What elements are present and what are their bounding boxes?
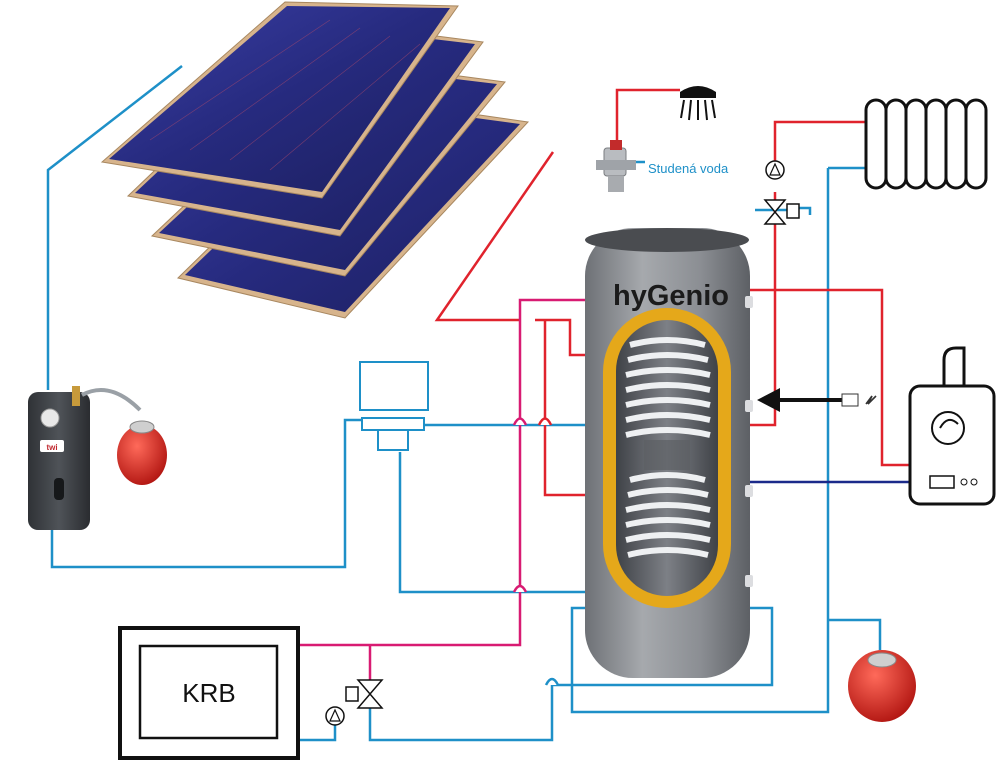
pump-icon [765, 160, 785, 180]
solar-return-pipe-top [46, 65, 183, 390]
station-logo: twi [46, 443, 57, 452]
tank-inner-pipe [644, 440, 690, 470]
pressure-gauge-icon [40, 408, 60, 428]
crossover-4 [544, 677, 560, 686]
sensor-icon [841, 393, 859, 407]
lower-heat-exchanger-coil [625, 472, 711, 558]
controller-box [359, 361, 429, 411]
valve-icon [345, 679, 384, 709]
tank-to-radiator-pipe [745, 192, 777, 427]
lightning-icon [865, 395, 877, 405]
pipe-crossovers [512, 417, 560, 686]
solar-flow-to-lower-coil [543, 320, 590, 497]
crossover-1 [512, 417, 528, 426]
expansion-hose [81, 388, 142, 412]
fireplace-pump-pipe [300, 725, 337, 742]
crossover-2 [537, 417, 553, 426]
fireplace-pipes [300, 298, 590, 680]
radiator-return-pipe [570, 168, 830, 714]
fireplace-label: KRB [182, 678, 235, 708]
solar-pump-station: twi [28, 386, 142, 530]
cold-water-label: Studená voda [648, 161, 729, 176]
hot-water-to-shower [615, 88, 680, 148]
expansion-vessel-icon [117, 420, 167, 485]
expansion-vessel-icon [848, 650, 916, 722]
boiler-icon [908, 346, 996, 506]
controller-valve-top [361, 417, 425, 431]
crossover-3 [512, 584, 528, 593]
solar-return-pipe-bottom [50, 418, 362, 569]
heater-arrow-icon [757, 388, 780, 412]
electric-heater [757, 388, 877, 412]
boiler-flow-pipe [745, 288, 910, 467]
solar-flow-to-coil [535, 318, 590, 357]
cold-pipes [46, 65, 882, 742]
solar-controller [359, 361, 429, 451]
fireplace: KRB [118, 626, 300, 760]
storage-tank: hyGenio [585, 228, 753, 678]
upper-heat-exchanger-coil [625, 337, 711, 438]
tank-brand: hyGenio [613, 280, 729, 312]
boiler-display [929, 475, 955, 489]
tank-lower-cold-pipe [398, 452, 590, 594]
fireplace-flow-pipe [300, 298, 590, 647]
radiator-icon [864, 98, 988, 190]
thermostatic-mixing-valve [596, 140, 636, 192]
radiator-flow-pipe [773, 120, 868, 175]
flow-meter [54, 478, 64, 500]
expansion-vessel-pipe [828, 618, 882, 650]
solar-flow-pipe [434, 151, 555, 322]
solar-collectors [100, 1, 530, 319]
controller-valve-bottom [377, 429, 409, 451]
solar-collector-1 [100, 1, 459, 199]
shower-icon [680, 86, 716, 121]
pump-icon [325, 706, 345, 726]
valve-icon [763, 199, 800, 225]
hot-pipes [434, 88, 910, 497]
